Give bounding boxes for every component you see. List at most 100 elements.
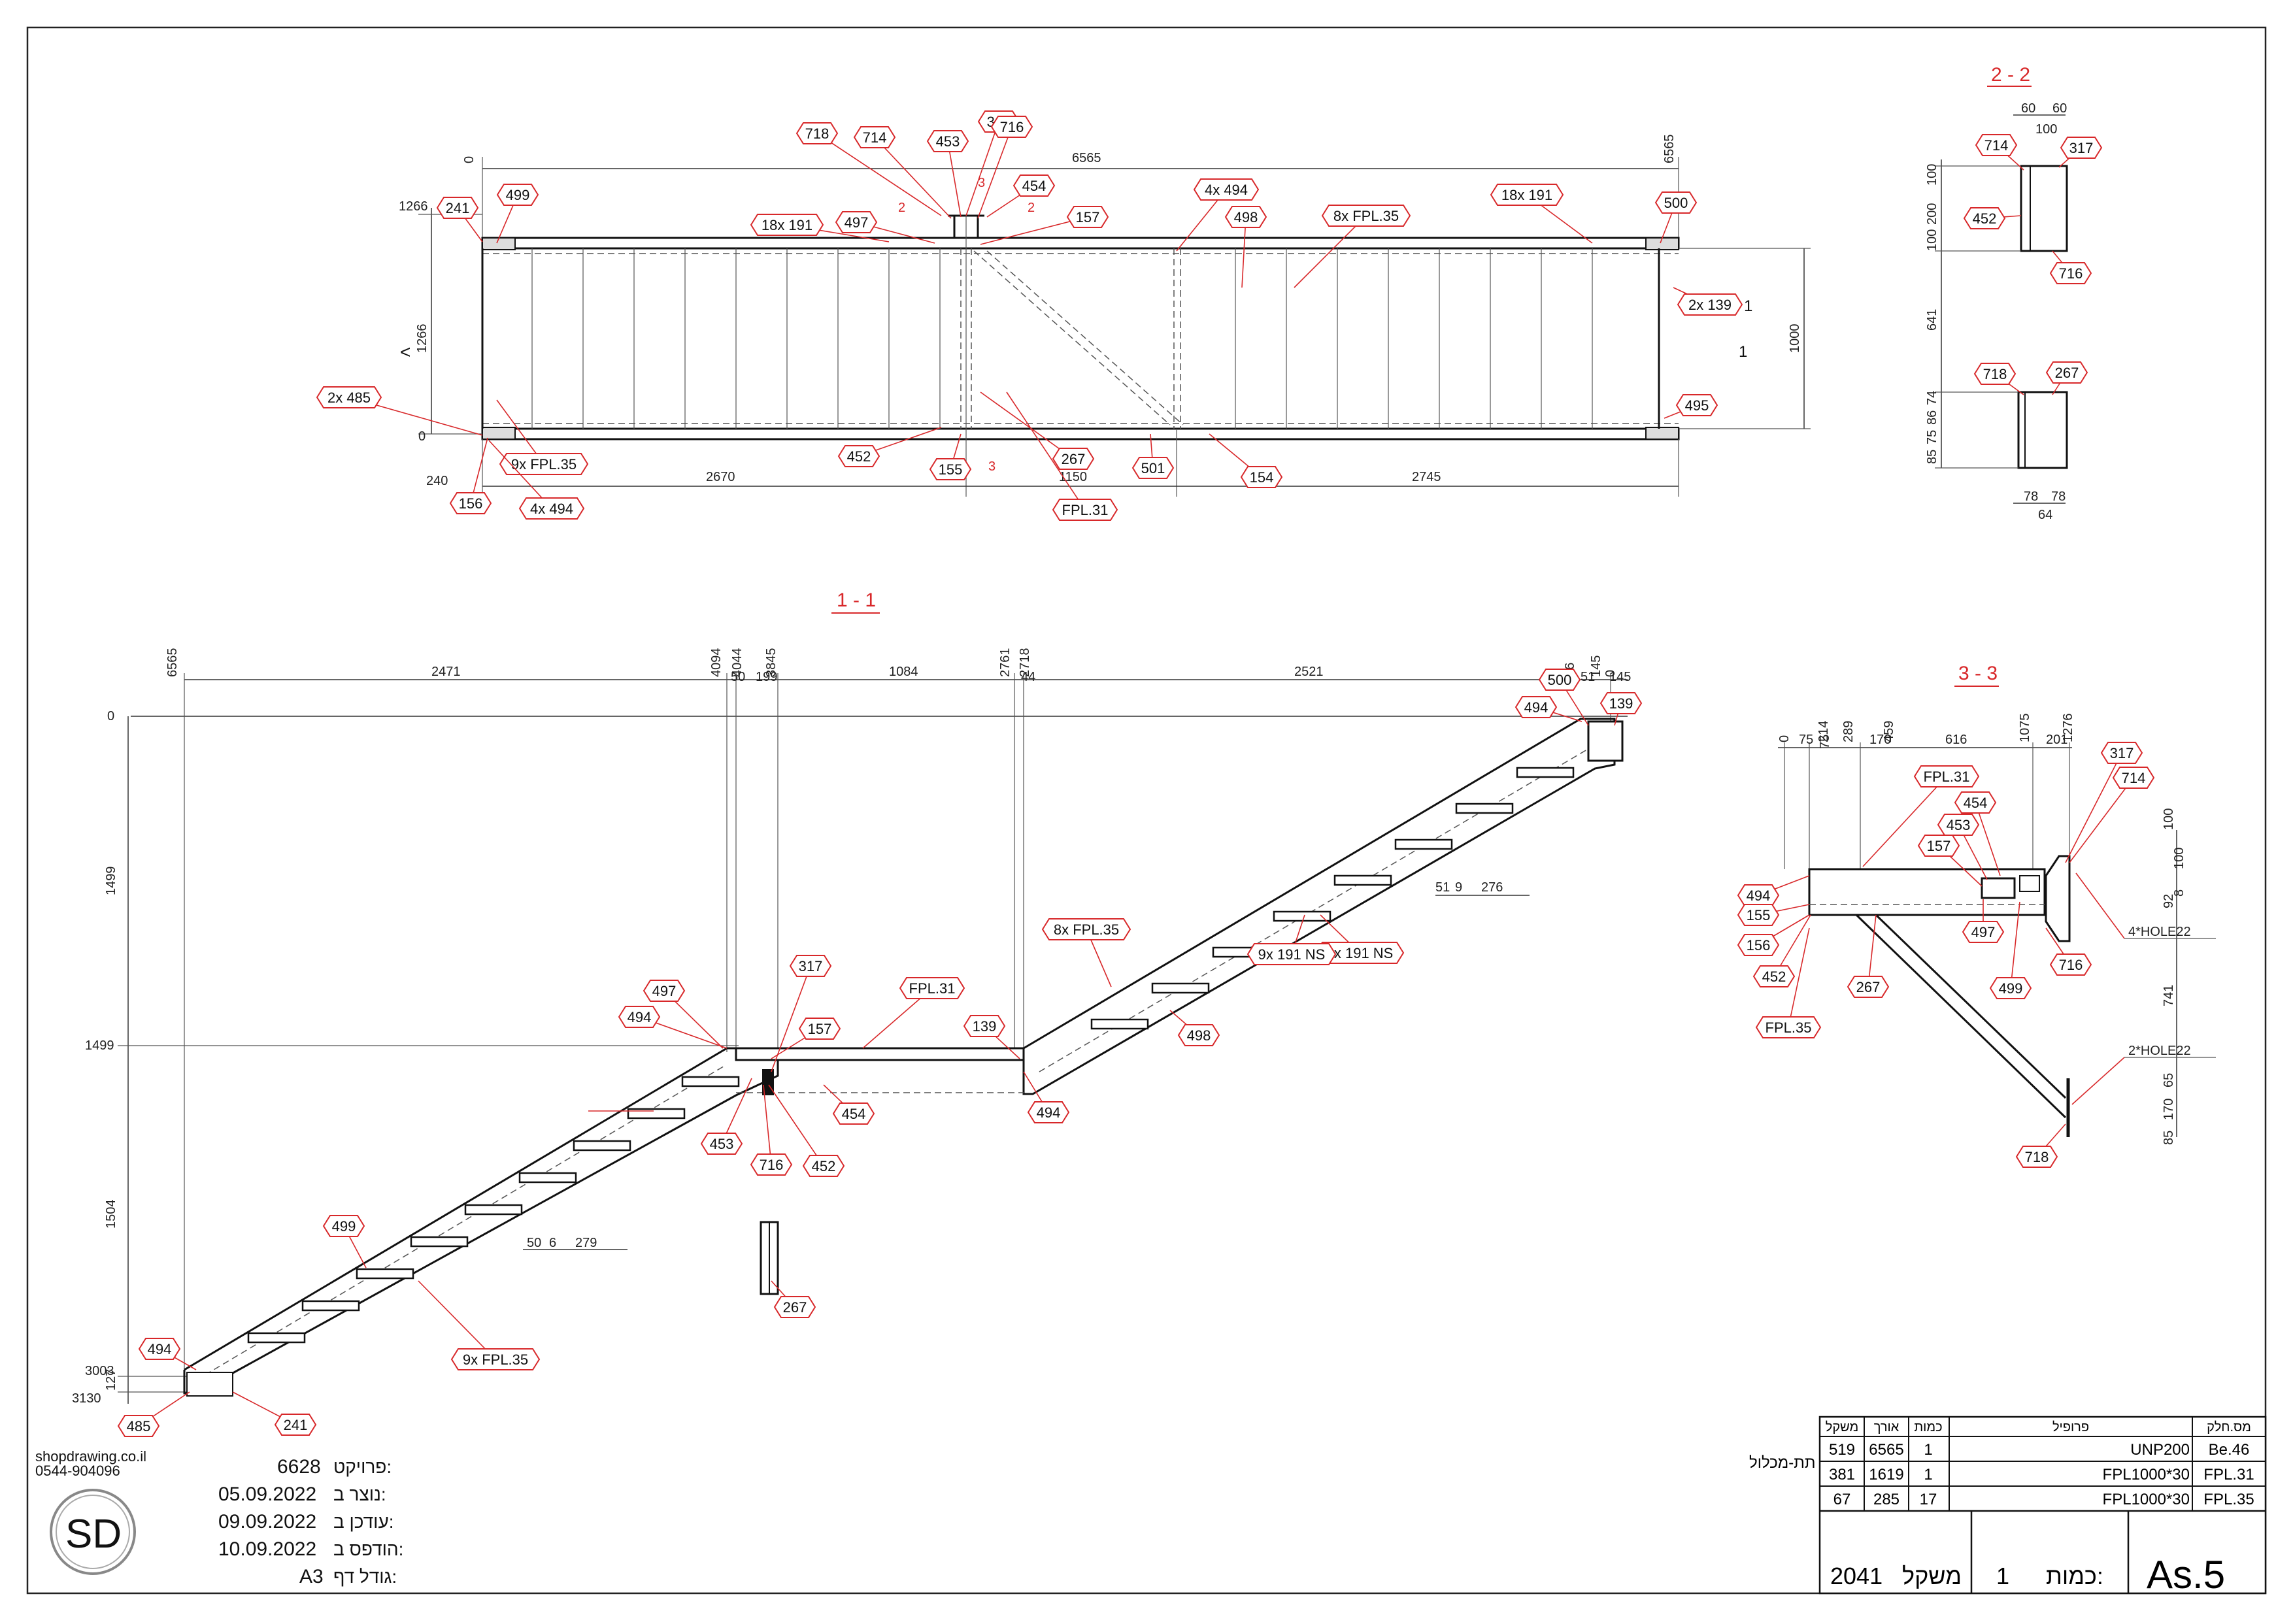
sec11-top-dim-7: 1084 [889, 665, 918, 679]
sec11-tag-19: 9x FPL.35 [418, 1280, 541, 1370]
sec33-tag-13-label: 716 [2059, 957, 2083, 973]
sec22-dim-3: 100 [1925, 164, 1939, 186]
plan-tag-13-label: 8x FPL.35 [1333, 208, 1399, 224]
sec22-dim-4: 200 [1925, 203, 1939, 225]
sec11-tag-20: 494 [138, 1338, 197, 1370]
sec33-top-dim-8: 1075 [2018, 714, 2032, 743]
sec11-top-dim-5: 199 [756, 670, 777, 684]
sec11-tag-6-label: 494 [628, 1009, 652, 1025]
sec11-step-dim-5: 279 [575, 1236, 597, 1250]
plan-tag-22-label: 452 [847, 448, 871, 465]
sec33-tag-4: 453 [1937, 814, 1988, 880]
sec11-tag-2: 139 [1599, 692, 1643, 726]
plan-tag-5: 714 [853, 126, 952, 219]
sec11-left-dim-0: 0 [107, 709, 114, 723]
sec33-tag-7-label: 155 [1747, 907, 1771, 923]
sec33-tag-5: 157 [1917, 835, 1983, 887]
sheet-id: As.5 [2147, 1553, 2225, 1597]
svg-text:3: 3 [978, 176, 985, 190]
plan-top-left-dim: 1266 [399, 199, 428, 214]
sec11-tag-17-label: 494 [1037, 1104, 1061, 1121]
sec22-dim-8: 86 [1925, 410, 1939, 425]
sec11-tag-9: 157 [771, 1018, 841, 1059]
bom-cell-weight: 67 [1833, 1491, 1851, 1508]
bom-header-1: אורך [1874, 1420, 1900, 1434]
sec33-top-dim-5: 170 [1869, 733, 1891, 747]
sec33-top-dim-7: 616 [1945, 733, 1967, 747]
pagesize-value: A3 [299, 1566, 324, 1587]
sec11-left-dim-6: 3130 [72, 1391, 101, 1406]
bom-cell-length: 6565 [1869, 1441, 1903, 1459]
sec11-step-dim-1: 9 [1455, 880, 1462, 895]
plan-tag-23-label: 155 [939, 461, 963, 478]
plan-tag-17: 495 [1664, 394, 1718, 419]
bom-cell-qty: 1 [1924, 1466, 1932, 1483]
sec11-top-dim-11: 2521 [1294, 665, 1324, 679]
lower-tread [573, 1140, 631, 1152]
plan-tag-22: 452 [837, 427, 942, 467]
sec11-tag-23: 267 [771, 1280, 816, 1318]
sec11-tag-1: 494 [1515, 696, 1582, 722]
sec11-left-dim-3: 1504 [104, 1200, 118, 1229]
plan-right-label: 6565 [1662, 135, 1677, 164]
sec33-tag-6: 494 [1737, 875, 1810, 906]
plan-bottom-zero: 0 [418, 429, 426, 444]
sec33-tag-13: 716 [2045, 927, 2092, 976]
sec33-tag-12: 497 [1962, 899, 2005, 943]
sec11-left-dim-4: 3003 [85, 1364, 114, 1378]
sec11-left-dim-5: 127 [104, 1369, 118, 1391]
sec11-tag-7: 317 [771, 955, 832, 1072]
sec22-tag-3: 716 [2049, 250, 2092, 284]
lower-tread [681, 1076, 740, 1087]
upper-tread [1151, 982, 1210, 994]
project-label: פרויקט: [333, 1457, 392, 1477]
bom-cell-part: FPL.31 [2203, 1466, 2254, 1483]
plan-tag-9-label: 454 [1022, 178, 1046, 194]
plan-tag-17-label: 495 [1685, 397, 1709, 414]
sec11-tag-14: 716 [750, 1084, 793, 1176]
svg-text:2: 2 [898, 201, 905, 215]
section-3-3-note-top: 4*HOLE22 [2128, 925, 2191, 939]
sheet-border [26, 26, 2267, 1595]
sec11-top-dim-6: 3845 [764, 648, 778, 678]
sec33-top-dim-9: 201 [2046, 733, 2067, 747]
sec22-tag-3-label: 716 [2059, 265, 2083, 282]
sec33-tag-11-label: 267 [1856, 979, 1881, 995]
bom-cell-profile: UNP200 [2130, 1441, 2190, 1459]
sec11-top-dim-16: 145 [1609, 670, 1631, 684]
plan-tag-5-label: 714 [863, 129, 887, 146]
plan-tag-12: 498 [1224, 206, 1267, 288]
sec11-left-dim-1: 1499 [104, 867, 118, 896]
sec11-tag-13: 453 [700, 1078, 752, 1155]
sec11-tag-16: 454 [823, 1084, 875, 1125]
sec22-dim-10: 85 [1925, 450, 1939, 464]
sec33-tag-10-label: FPL.35 [1766, 1019, 1812, 1036]
sec33-right-dim-6: 170 [2162, 1099, 2176, 1120]
updated-value: 09.09.2022 [218, 1511, 316, 1533]
sec11-top-dim-0: 6565 [165, 648, 180, 678]
plan-tag-24-label: 267 [1062, 451, 1086, 467]
company-phone: 0544-904096 [35, 1463, 120, 1479]
sec11-step-dim-0: 51 [1435, 880, 1450, 895]
sec11-tag-7-label: 317 [799, 958, 823, 974]
sec11-top-dim-15: 0 [1603, 670, 1618, 677]
sec33-tag-14-label: 499 [1999, 980, 2023, 997]
sec11-tag-19-label: 9x FPL.35 [463, 1351, 528, 1368]
sec11-tag-15-label: 452 [812, 1158, 836, 1174]
sec33-tag-12-label: 497 [1971, 924, 1996, 940]
sec33-top-dim-0: 0 [1777, 735, 1792, 742]
sec11-tag-0: 500 [1538, 669, 1589, 726]
sd-logo: SD [50, 1489, 136, 1575]
plan-left-offset: 240 [426, 474, 448, 488]
plan-tag-14: 18x 191 [1490, 184, 1593, 244]
sec22-tag-0-label: 714 [1984, 137, 2009, 154]
sec33-tag-1-label: 317 [2110, 745, 2134, 761]
sec33-tag-11: 267 [1847, 914, 1890, 998]
sec11-left-dim-2: 1499 [85, 1038, 114, 1053]
sec11-tag-8-label: FPL.31 [909, 980, 956, 997]
plan-width-dim: 1000 [1788, 324, 1802, 354]
sec11-tag-0-label: 500 [1548, 672, 1572, 688]
plan-tag-3: 497 [835, 211, 935, 244]
